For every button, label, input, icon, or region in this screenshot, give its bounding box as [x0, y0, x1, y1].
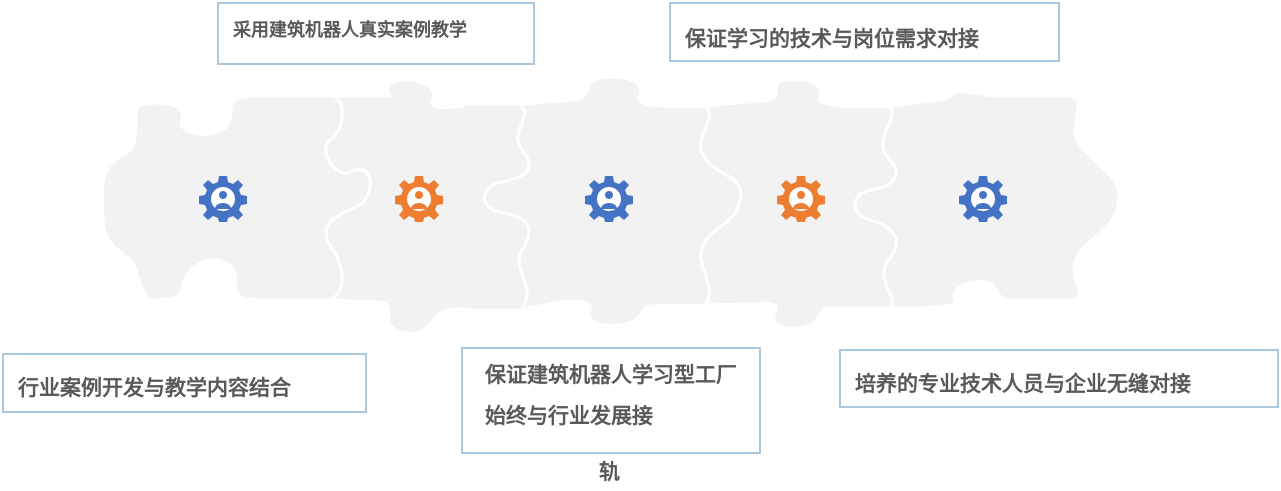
- callout-box-bottom-left: 行业案例开发与教学内容结合: [2, 353, 367, 413]
- callout-text: 保证学习的技术与岗位需求对接: [685, 27, 979, 51]
- callout-text-overflow: 轨: [599, 460, 620, 484]
- gear-person-icon: [777, 176, 825, 222]
- callout-box-top-right: 保证学习的技术与岗位需求对接: [669, 2, 1060, 62]
- gear-person-icon: [959, 176, 1007, 222]
- callout-text: 保证建筑机器人学习型工厂始终与行业发展接: [485, 363, 737, 428]
- callout-text: 采用建筑机器人真实案例教学: [233, 19, 467, 41]
- gear-person-icon: [395, 176, 443, 222]
- callout-box-bottom-center: 保证建筑机器人学习型工厂始终与行业发展接: [461, 347, 761, 454]
- callout-text: 培养的专业技术人员与企业无缝对接: [855, 371, 1191, 396]
- gear-person-icon: [585, 176, 633, 222]
- gear-person-icon: [199, 176, 247, 222]
- callout-box-bottom-right: 培养的专业技术人员与企业无缝对接: [839, 349, 1279, 408]
- callout-text: 行业案例开发与教学内容结合: [18, 376, 291, 400]
- callout-box-top-left: 采用建筑机器人真实案例教学: [217, 2, 535, 65]
